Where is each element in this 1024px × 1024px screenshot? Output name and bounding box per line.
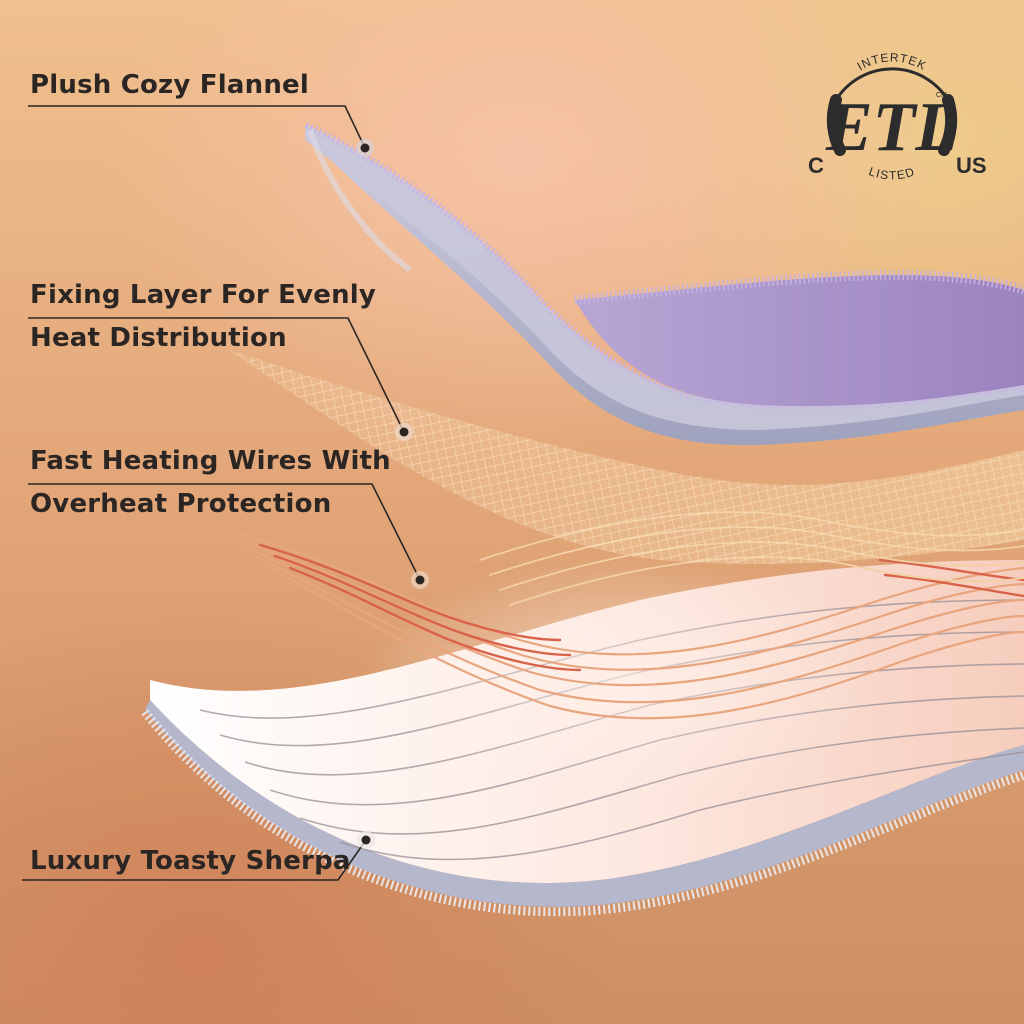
- svg-text:LISTED: LISTED: [867, 164, 917, 182]
- leader-line-wires: [28, 483, 421, 581]
- leader-line-flannel: [28, 105, 366, 149]
- leader-line-sherpa: [22, 839, 367, 881]
- label-wires-line1: Fast Heating Wires With: [30, 446, 391, 476]
- logo-right-text: US: [956, 153, 987, 178]
- logo-mark: ETL: [825, 89, 958, 166]
- leader-line-fixing: [28, 317, 405, 433]
- label-fixing-line2: Heat Distribution: [30, 323, 287, 353]
- logo-bottom-text: LISTED: [867, 164, 916, 182]
- fixing-mesh-layer: [230, 350, 1024, 564]
- flannel-layer: [304, 121, 1024, 446]
- leader-dots: [356, 139, 429, 849]
- heating-wires-layer: [230, 511, 1024, 720]
- logo-left-text: C: [808, 153, 824, 178]
- label-wires-line2: Overheat Protection: [30, 489, 332, 519]
- leader-lines: [22, 105, 421, 881]
- logo-cm: CM: [936, 92, 947, 99]
- label-flannel: Plush Cozy Flannel: [30, 70, 309, 100]
- label-fixing-line1: Fixing Layer For Evenly: [30, 280, 377, 310]
- label-sherpa: Luxury Toasty Sherpa: [30, 846, 351, 876]
- etl-listed-logo: INTERTEK LISTED ETL CM C US: [808, 50, 987, 182]
